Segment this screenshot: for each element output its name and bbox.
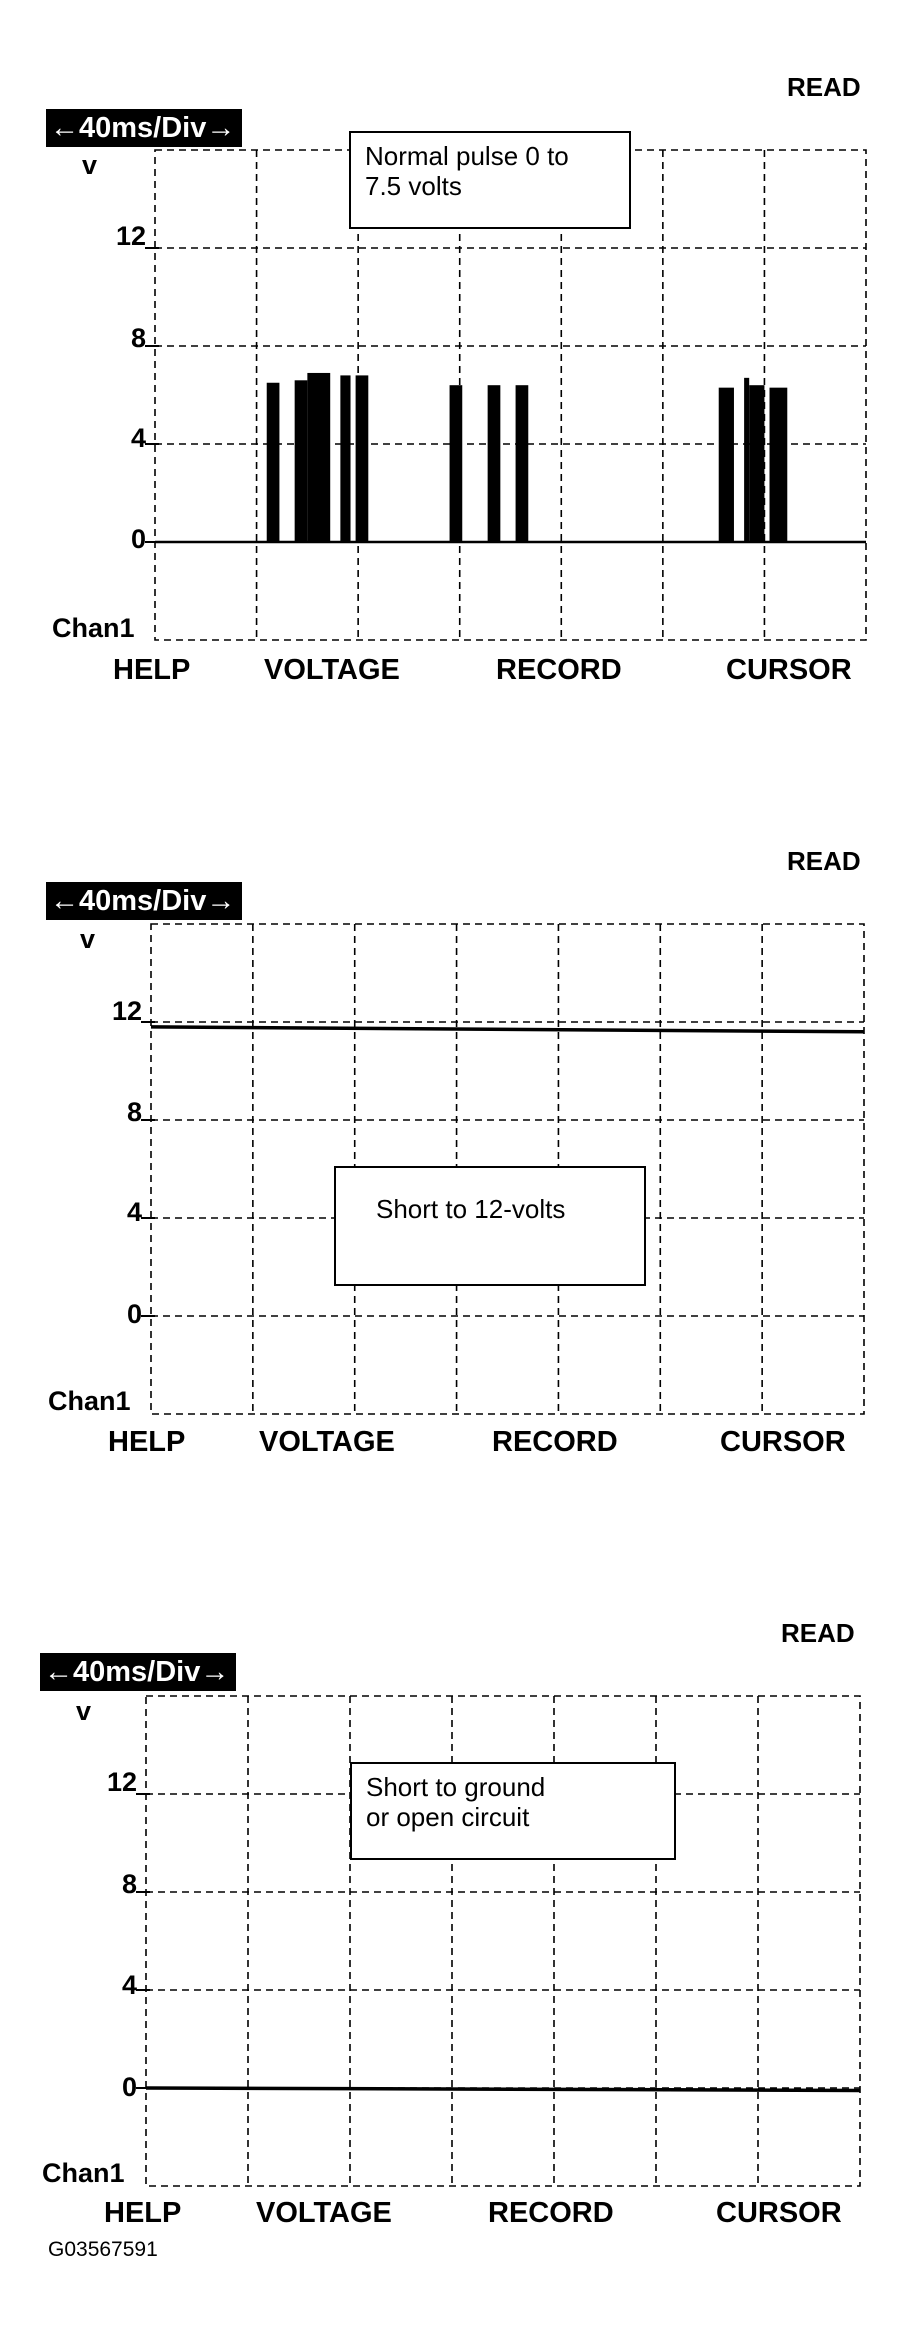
annotation-box: Short to 12-volts (334, 1166, 646, 1286)
y-tick-label: 12 (106, 1767, 137, 1797)
scope-panel-2: READ ←40ms/Div→ v 12 8 4 0 Chan1 Short t… (0, 0, 903, 1458)
y-tick-label: 8 (126, 1097, 142, 1127)
channel-label: Chan1 (52, 613, 135, 643)
annotation-line: Short to ground (366, 1772, 546, 1802)
cursor-button[interactable]: CURSOR (716, 2197, 842, 2229)
waveform-pulse (515, 385, 529, 542)
waveform-plot (145, 149, 867, 641)
time-base-label: ←40ms/Div→ (40, 1653, 237, 1691)
y-tick-label: 0 (130, 524, 146, 554)
plot-frame (150, 923, 865, 1415)
record-button[interactable]: RECORD (488, 2197, 614, 2229)
cursor-button[interactable]: CURSOR (726, 654, 852, 686)
waveform-plot (141, 923, 865, 1415)
time-base-label: ←40ms/Div→ (46, 109, 243, 147)
waveform-pulse (487, 385, 501, 542)
help-button[interactable]: HELP (104, 2197, 182, 2229)
y-tick-label: 8 (121, 1869, 137, 1899)
read-label: READ (787, 72, 861, 102)
waveform-pulse (266, 382, 280, 542)
y-tick-label: 4 (126, 1197, 142, 1227)
waveform-trace (145, 2086, 861, 2093)
annotation-box: Short to ground or open circuit (350, 1762, 676, 1860)
annotation-line: Normal pulse 0 to (365, 141, 569, 171)
y-tick-label: 0 (121, 2072, 137, 2102)
scope-panel-1: READ ←40ms/Div→ v 12 8 4 0 Chan1 Normal … (0, 0, 903, 720)
waveform-pulse (744, 377, 750, 542)
scope-panel-3: READ ←40ms/Div→ v 12 8 4 0 Chan1 Short t… (0, 0, 903, 2229)
waveform-pulse (718, 387, 734, 542)
unit-label: v (76, 1696, 92, 1726)
voltage-button[interactable]: VOLTAGE (256, 2197, 392, 2229)
y-tick-label: 4 (121, 1970, 137, 2000)
waveform-pulse (294, 380, 308, 542)
waveform-pulse (355, 375, 369, 542)
channel-label: Chan1 (42, 2158, 125, 2188)
waveform-pulse (769, 387, 788, 542)
record-button[interactable]: RECORD (496, 654, 622, 686)
y-tick-label: 8 (130, 323, 146, 353)
y-tick-label: 4 (130, 423, 146, 453)
waveform-pulse (307, 372, 331, 542)
help-button[interactable]: HELP (108, 1426, 186, 1458)
record-button[interactable]: RECORD (492, 1426, 618, 1458)
channel-label: Chan1 (48, 1386, 131, 1416)
annotation-line: Short to 12-volts (376, 1194, 566, 1224)
voltage-button[interactable]: VOLTAGE (259, 1426, 395, 1458)
waveform-plot (136, 1695, 861, 2187)
waveform-pulse (340, 375, 351, 542)
voltage-button[interactable]: VOLTAGE (264, 654, 400, 686)
annotation-line: 7.5 volts (365, 171, 462, 201)
y-tick-label: 12 (115, 221, 146, 251)
annotation-box: Normal pulse 0 to 7.5 volts (349, 131, 631, 229)
plot-frame (145, 1695, 861, 2187)
unit-label: v (82, 150, 98, 180)
read-label: READ (787, 846, 861, 876)
waveform-pulse (749, 385, 765, 542)
waveform-trace (150, 1025, 865, 1034)
annotation-line: or open circuit (366, 1802, 530, 1832)
time-base-label: ←40ms/Div→ (46, 882, 243, 920)
waveform-pulse (449, 385, 463, 542)
cursor-button[interactable]: CURSOR (720, 1426, 846, 1458)
y-tick-label: 12 (111, 996, 142, 1026)
figure-code: G03567591 (48, 2238, 158, 2261)
y-tick-label: 0 (126, 1299, 142, 1329)
unit-label: v (80, 924, 96, 954)
read-label: READ (781, 1618, 855, 1648)
help-button[interactable]: HELP (113, 654, 191, 686)
